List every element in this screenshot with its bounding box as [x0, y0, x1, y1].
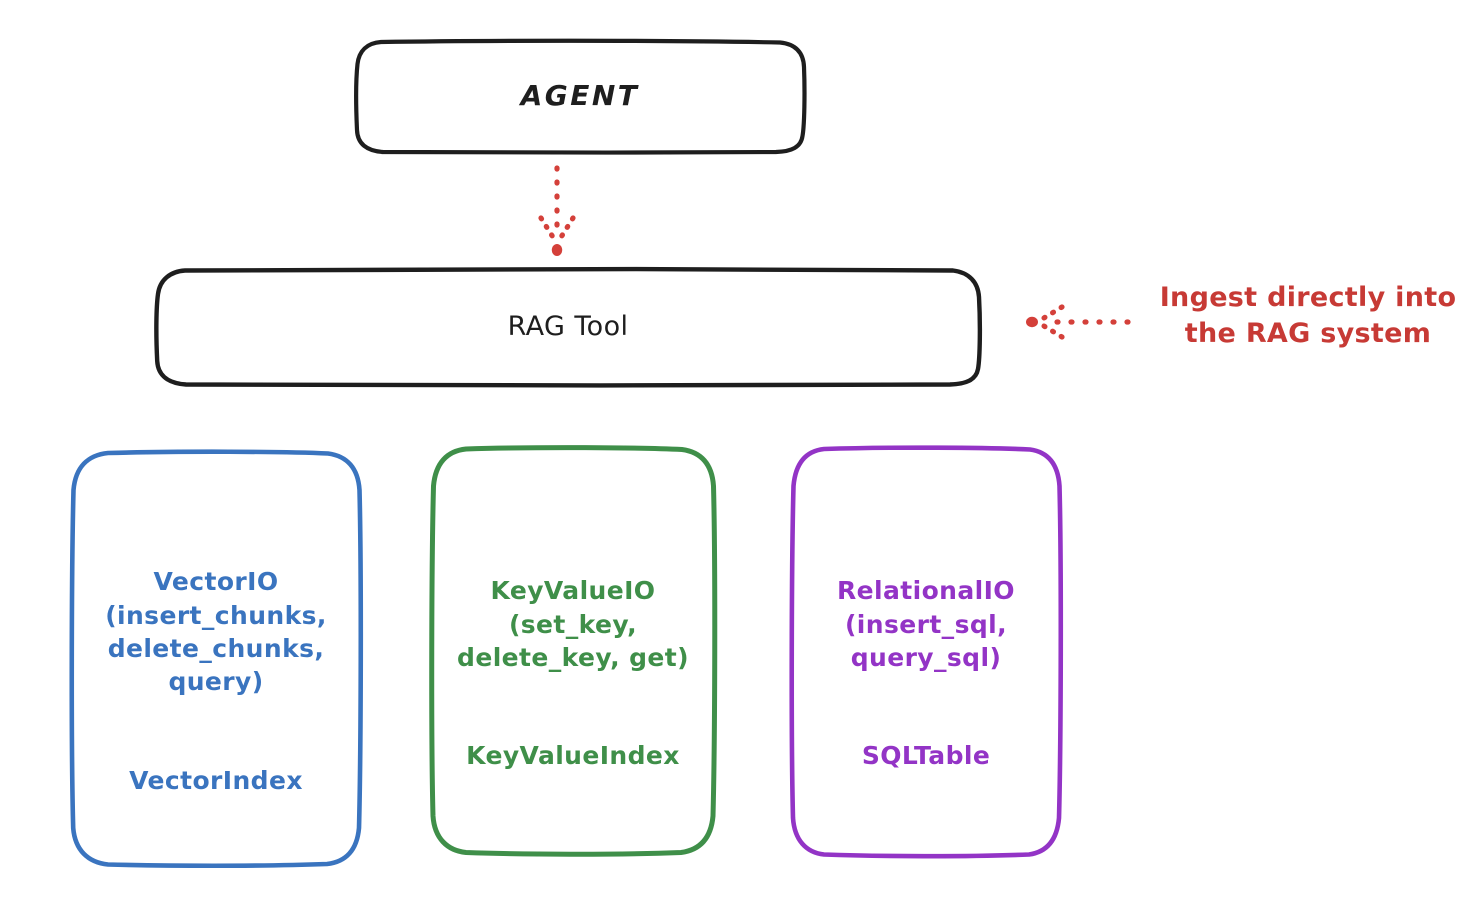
- provider-relationalio-text: RelationalIO (insert_sql, query_sql) SQL…: [790, 541, 1062, 773]
- connector-agent-to-rag-tool: [538, 165, 576, 256]
- node-rag-tool[interactable]: RAG Tool: [154, 266, 983, 388]
- annotation-arrow-icon: [1026, 304, 1131, 340]
- provider-vectorio-index: VectorIndex: [129, 765, 303, 795]
- provider-vectorio-spacer: [70, 698, 362, 730]
- node-agent[interactable]: AGENT: [354, 38, 807, 155]
- node-provider-vectorio[interactable]: VectorIO (insert_chunks, delete_chunks, …: [69, 449, 364, 869]
- provider-vectorio-api: VectorIO (insert_chunks, delete_chunks, …: [105, 567, 327, 696]
- provider-keyvalueio-api: KeyValueIO (set_key, delete_key, get): [457, 576, 689, 672]
- provider-vectorio-text: VectorIO (insert_chunks, delete_chunks, …: [70, 532, 362, 797]
- provider-keyvalueio-spacer: [430, 674, 716, 706]
- provider-relationalio-spacer: [790, 674, 1062, 706]
- annotation-ingest-directly: Ingest directly into the RAG system: [1159, 282, 1457, 350]
- provider-relationalio-api: RelationalIO (insert_sql, query_sql): [837, 576, 1015, 672]
- node-rag-tool-label: RAG Tool: [507, 311, 629, 343]
- node-agent-label: AGENT: [520, 79, 640, 113]
- provider-keyvalueio-text: KeyValueIO (set_key, delete_key, get) Ke…: [430, 541, 716, 773]
- provider-keyvalueio-index: KeyValueIndex: [466, 741, 680, 771]
- node-provider-keyvalueio[interactable]: KeyValueIO (set_key, delete_key, get) Ke…: [429, 445, 718, 857]
- provider-relationalio-index: SQLTable: [861, 741, 991, 771]
- node-provider-relationalio[interactable]: RelationalIO (insert_sql, query_sql) SQL…: [789, 445, 1064, 859]
